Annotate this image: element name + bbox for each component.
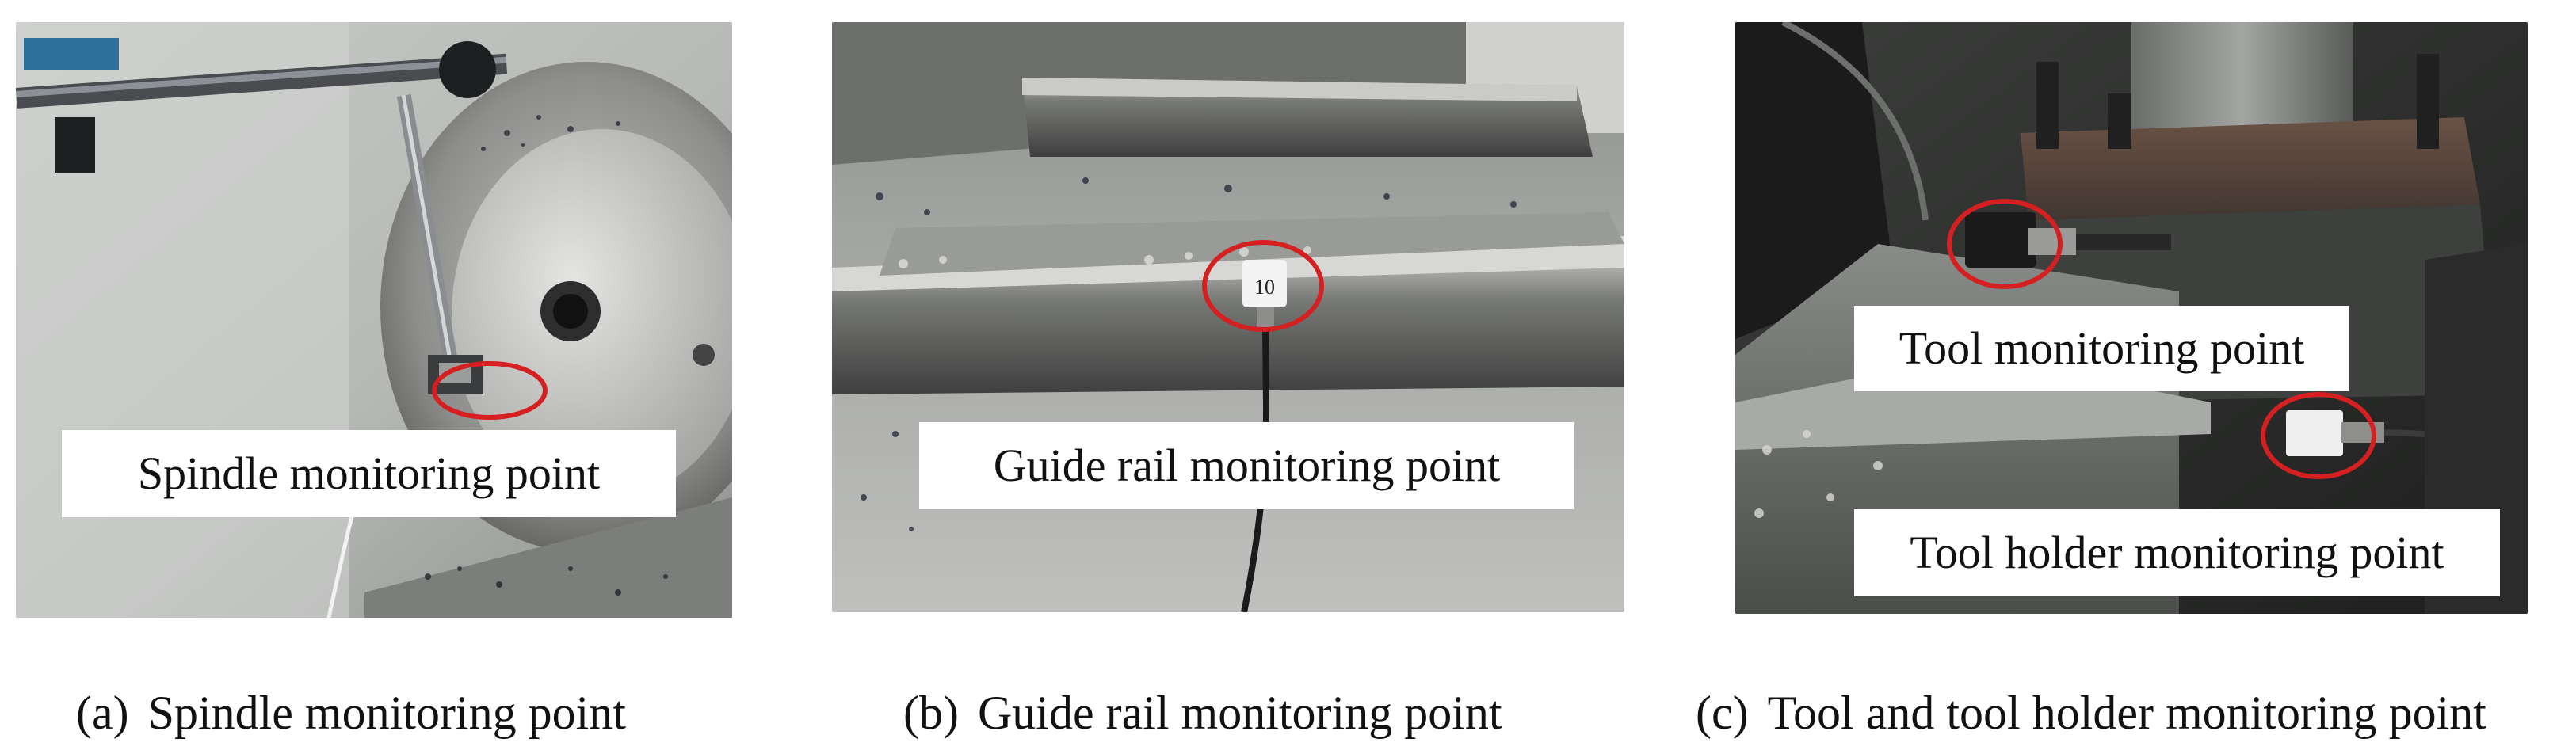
- spindle-overlay-label: Spindle monitoring point: [62, 430, 676, 517]
- photo-guide-rail-drawing: 10: [832, 22, 1624, 612]
- photo-tool-and-holder: Tool monitoring point Tool holder monito…: [1735, 22, 2528, 614]
- guide-rail-highlight-ring: [1202, 240, 1324, 332]
- caption-c-tag: (c): [1696, 686, 1749, 739]
- caption-a-tag: (a): [76, 686, 129, 739]
- caption-b-text: Guide rail monitoring point: [977, 686, 1502, 739]
- photo-spindle-drawing: [16, 22, 732, 618]
- caption-c-text: Tool and tool holder monitoring point: [1767, 686, 2486, 739]
- caption-b-tag: (b): [903, 686, 959, 739]
- guide-rail-sensor-tag: 10: [1254, 276, 1275, 299]
- tool-holder-highlight-ring: [2261, 392, 2376, 479]
- guide-rail-overlay-label: Guide rail monitoring point: [919, 422, 1574, 509]
- photo-spindle: Spindle monitoring point: [16, 22, 732, 618]
- tool-highlight-ring: [1947, 199, 2063, 289]
- caption-c: (c) Tool and tool holder monitoring poin…: [1696, 681, 2486, 744]
- tool-overlay-label: Tool monitoring point: [1854, 306, 2349, 391]
- tool-holder-overlay-label: Tool holder monitoring point: [1854, 509, 2500, 596]
- caption-a-text: Spindle monitoring point: [147, 686, 626, 739]
- caption-b: (b) Guide rail monitoring point: [903, 681, 1502, 744]
- photo-guide-rail: 10 Guide rail monitoring point: [832, 22, 1624, 612]
- caption-a: (a) Spindle monitoring point: [76, 681, 626, 744]
- spindle-highlight-ring: [432, 361, 548, 420]
